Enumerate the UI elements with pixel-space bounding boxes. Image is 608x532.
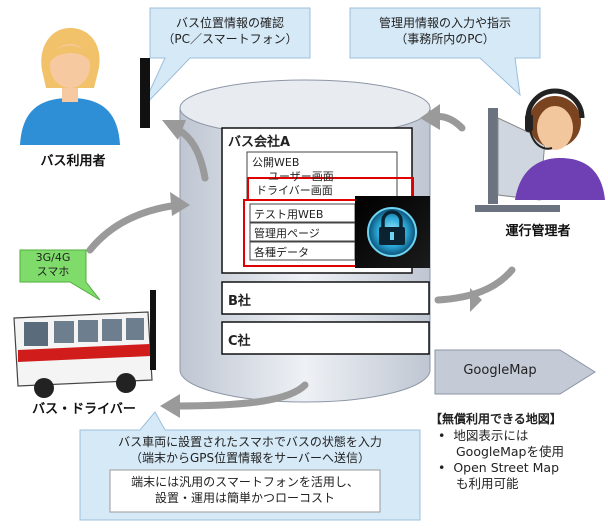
note-bullet-2: • Open Street Map (438, 460, 560, 475)
company-c-box (221, 321, 430, 355)
free-map-title: 【無償利用できる地図】 (430, 412, 562, 426)
bus-user-label: バス利用者 (40, 154, 106, 169)
company-c-label: C社 (228, 334, 251, 349)
bottom-inner-line2: 設置・運用は簡単かつローコスト (154, 491, 335, 505)
bus-user-icon (20, 28, 120, 145)
user-bubble-text: バス位置情報の確認 （PC／スマートフォン） (150, 15, 310, 47)
admin-page-label: 管理用ページ (254, 227, 320, 240)
public-web-label: 公開WEB (252, 156, 300, 169)
company-b-label: B社 (228, 294, 251, 309)
bottom-inner-line1: 端末には汎用のスマートフォンを活用し、 (131, 475, 359, 489)
googlemap-label: GoogleMap (463, 363, 537, 378)
admin-bubble (349, 7, 541, 97)
operator-label: 運行管理者 (505, 224, 571, 239)
arrows (86, 104, 516, 418)
user-screen-label: ユーザー画面 (268, 170, 334, 183)
smartphone-bubble-text: 3G/4G スマホ (20, 251, 86, 279)
googlemap-box (434, 349, 596, 395)
note-item-1: 地図表示には (453, 428, 529, 443)
free-map-notes: • 地図表示には GoogleMapを使用 • Open Street Map … (438, 428, 606, 492)
user-bubble-line1: バス位置情報の確認 (175, 16, 284, 30)
user-bubble (140, 7, 311, 128)
note-item-4: も利用可能 (456, 476, 519, 491)
note-item-2: GoogleMapを使用 (456, 444, 564, 459)
driver-label: バス・ドライバー (32, 402, 136, 417)
bus-icon (13, 290, 156, 398)
smartphone-line2: スマホ (36, 265, 70, 278)
bottom-inner-text: 端末には汎用のスマートフォンを活用し、 設置・運用は簡単かつローコスト (110, 474, 380, 506)
bottom-bubble-text: バス車両に設置されたスマホでバスの状態を入力 （端末からGPS位置情報をサーバー… (85, 434, 415, 466)
admin-bubble-line2: （事務所内のPC） (395, 32, 495, 46)
smartphone-bubble (19, 249, 101, 301)
admin-bubble-line1: 管理用情報の入力や指示 (378, 16, 511, 30)
operator-icon (475, 88, 605, 212)
test-web-label: テスト用WEB (254, 208, 324, 221)
bottom-bubble (79, 411, 421, 521)
company-b-box (221, 281, 430, 315)
note-item-3: Open Street Map (453, 460, 560, 475)
note-bullet-1: • 地図表示には (438, 428, 529, 443)
driver-screen-label: ドライバー画面 (256, 184, 333, 197)
smartphone-line1: 3G/4G (35, 251, 71, 264)
lock-icon (355, 196, 430, 268)
bottom-bubble-line2: （端末からGPS位置情報をサーバーへ送信） (129, 451, 371, 465)
bottom-bubble-line1: バス車両に設置されたスマホでバスの状態を入力 (118, 435, 382, 449)
admin-bubble-text: 管理用情報の入力や指示 （事務所内のPC） (350, 15, 540, 47)
user-bubble-line2: （PC／スマートフォン） (162, 32, 298, 46)
data-label: 各種データ (254, 246, 309, 259)
company-a-label: バス会社A (228, 135, 291, 150)
